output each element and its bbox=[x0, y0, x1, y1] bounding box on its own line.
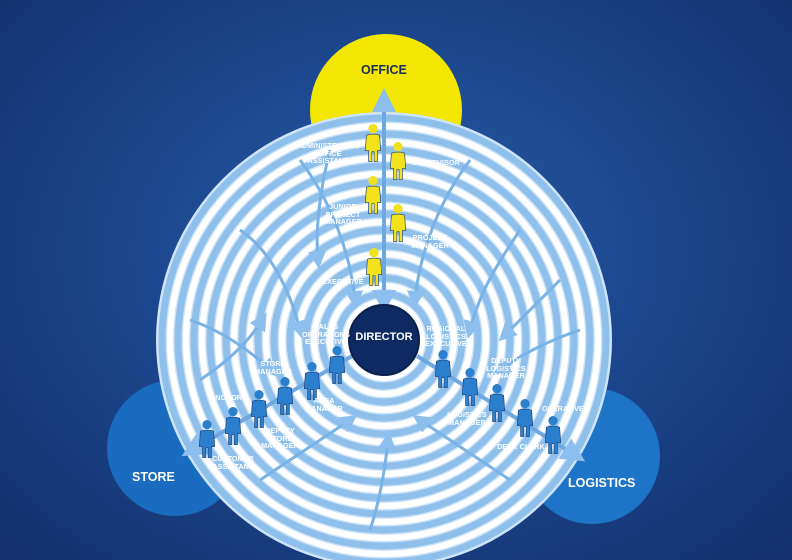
role-desk-clerk: DESK CLERK bbox=[497, 442, 545, 451]
flow-arrow bbox=[298, 159, 364, 309]
director-hub bbox=[348, 304, 420, 376]
flow-arrow bbox=[498, 278, 562, 342]
office-label: OFFICE bbox=[361, 63, 407, 77]
role-junior-project-manager: JUNIOR PROJECT MANAGER bbox=[324, 202, 362, 227]
flow-arrow bbox=[412, 415, 511, 482]
flow-arrow bbox=[259, 415, 358, 482]
sales-operations-executive-figure bbox=[328, 345, 346, 384]
junior-project-manager-figure bbox=[364, 175, 382, 214]
role-store-manager: STORE MANAGER bbox=[254, 359, 292, 376]
role-logistics-manager: LOGISTICS MANAGER bbox=[447, 410, 487, 427]
role-operative: OPERATIVE bbox=[542, 404, 584, 413]
flow-arrow bbox=[406, 159, 472, 309]
director-label: DIRECTOR bbox=[355, 331, 413, 343]
customer-assistant-figure bbox=[198, 419, 216, 458]
flow-arrow bbox=[308, 149, 332, 269]
role-deputy-logistics-manager: DEPUTY LOGISTICS MANAGER bbox=[486, 356, 526, 381]
logistics-label: LOGISTICS bbox=[568, 476, 636, 490]
deputy-store-manager-figure bbox=[250, 389, 268, 428]
operative-figure bbox=[544, 415, 562, 454]
store-manager-figure bbox=[276, 376, 294, 415]
people-figures bbox=[198, 123, 562, 458]
role-area-manager: AREA MANAGER bbox=[305, 396, 343, 413]
role-regional-logistics-executive: REGIONAL LOGISTICS EXECUTIVE bbox=[425, 324, 467, 349]
area-manager-figure bbox=[303, 361, 321, 400]
executive-figure bbox=[365, 247, 383, 286]
flow-arrow bbox=[492, 328, 581, 376]
logistics-manager-figure bbox=[488, 383, 506, 422]
flow-arrow bbox=[463, 229, 522, 339]
role-customer-assistant: CUSTOMER ASSISTANT bbox=[212, 454, 254, 471]
role-executive: EXECUTIVE bbox=[322, 277, 364, 286]
administrator-figure bbox=[364, 123, 382, 162]
role-sales-operations-executive: SALES OPERATIONS EXECUTIVE bbox=[302, 322, 350, 347]
flow-arrow bbox=[199, 312, 267, 382]
role-administrator: ADMINISTRATOR/ OFFICE ASSISTANT bbox=[296, 141, 360, 166]
anchor-figure bbox=[224, 406, 242, 445]
deputy-logistics-manager-figure bbox=[461, 367, 479, 406]
project-manager-figure bbox=[389, 203, 407, 242]
role-deputy-store-manager: DEPUTY STORE MANAGER bbox=[261, 426, 299, 451]
store-label: STORE bbox=[132, 470, 175, 484]
flow-arrow bbox=[239, 228, 307, 339]
desk-clerk-figure bbox=[516, 398, 534, 437]
flow-arrow bbox=[368, 431, 397, 531]
role-project-manager: PROJECT MANAGER bbox=[411, 233, 449, 250]
regional-logistics-executive-figure bbox=[434, 349, 452, 388]
role-supervisor: SUPERVISOR bbox=[412, 158, 460, 167]
flow-arrow bbox=[189, 318, 277, 377]
role-anchor: ANCHOR bbox=[209, 393, 243, 402]
supervisor-figure bbox=[389, 141, 407, 180]
store-axis-arrow bbox=[181, 354, 354, 457]
